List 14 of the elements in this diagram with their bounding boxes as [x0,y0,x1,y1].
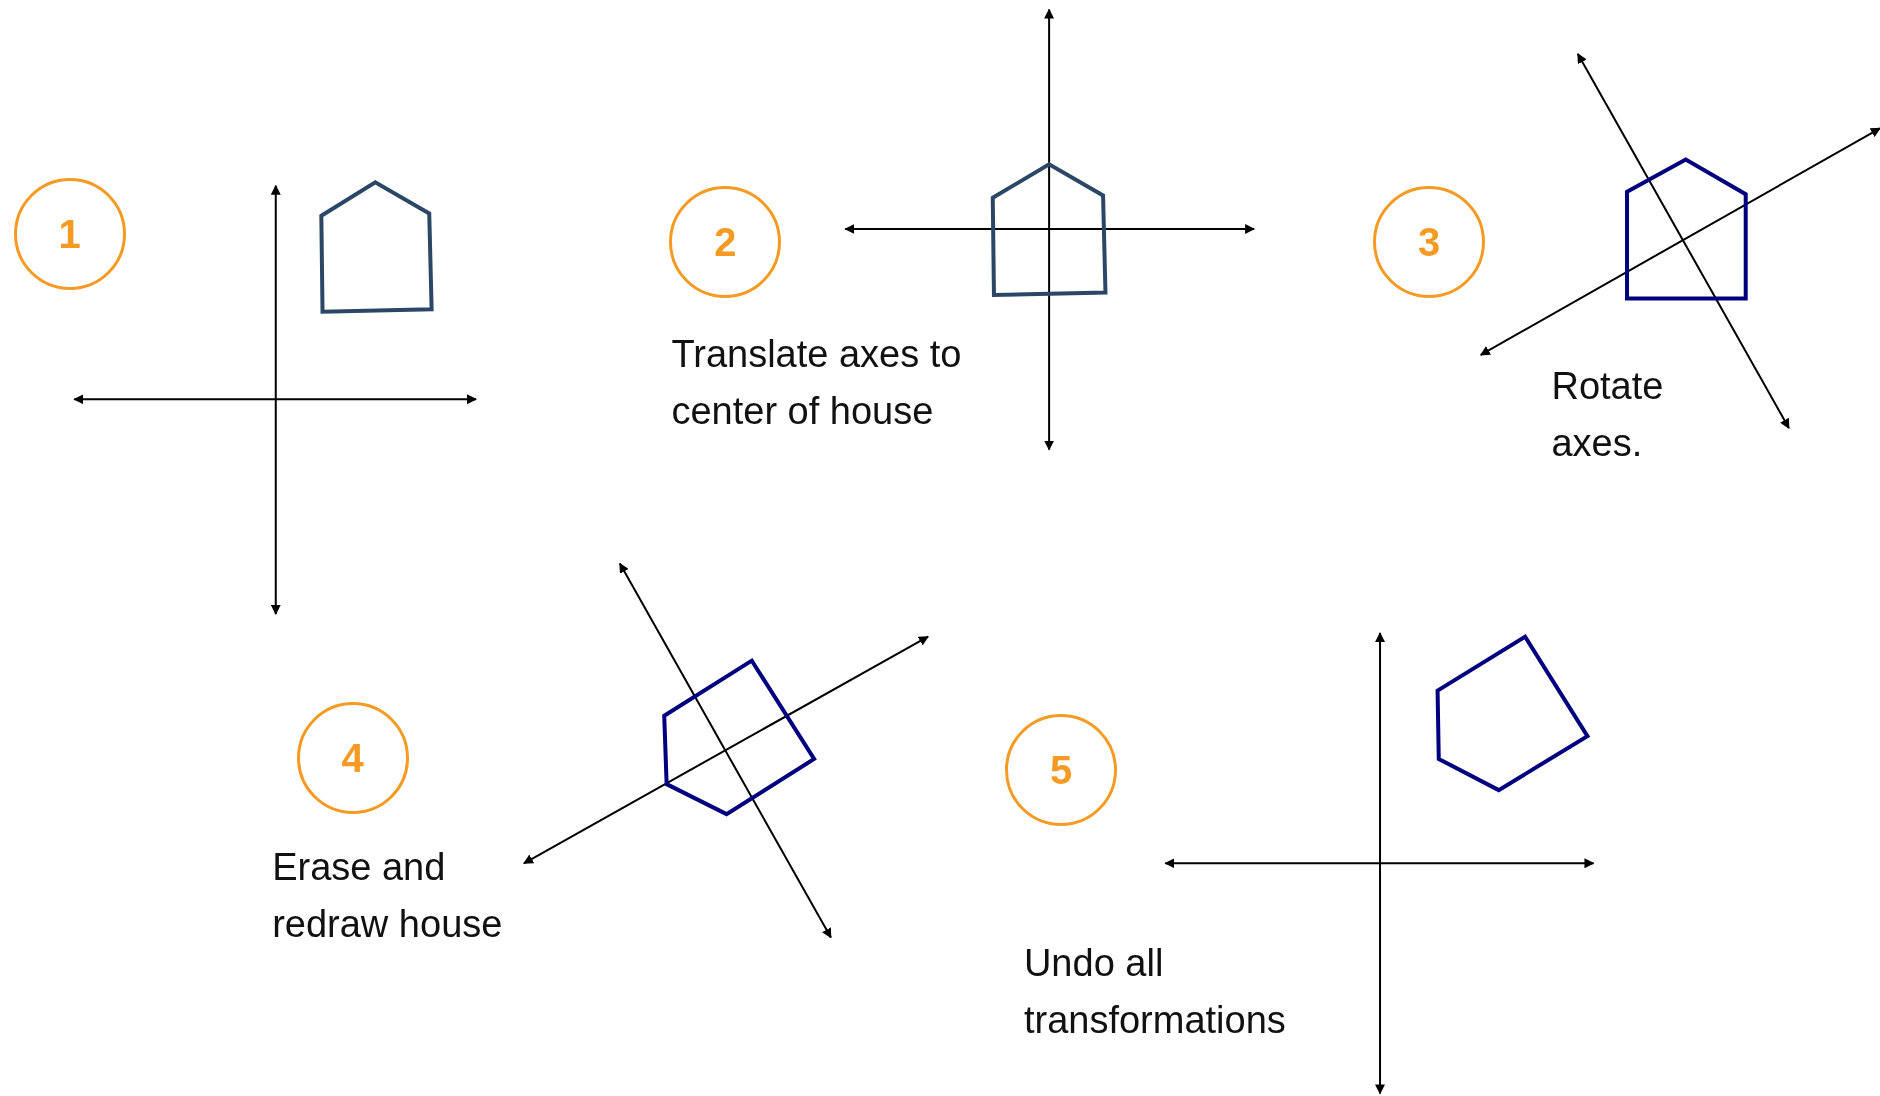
step-circle [1373,186,1486,299]
step-caption: Translate axes to center of house [671,332,963,435]
step-caption: Erase and redraw house [272,845,504,948]
step-circle [296,701,409,814]
step-number: 4 [341,737,364,778]
step-number: 5 [1049,749,1073,790]
step-circle [669,186,782,299]
step-number: 1 [58,213,81,254]
step-number: 2 [714,222,737,263]
step-caption: Rotate axes. [1551,364,1665,467]
step-circle [13,177,126,290]
step-caption: Undo all transformations [1023,941,1287,1044]
step-number: 3 [1418,222,1441,263]
step-circle [1005,713,1118,826]
